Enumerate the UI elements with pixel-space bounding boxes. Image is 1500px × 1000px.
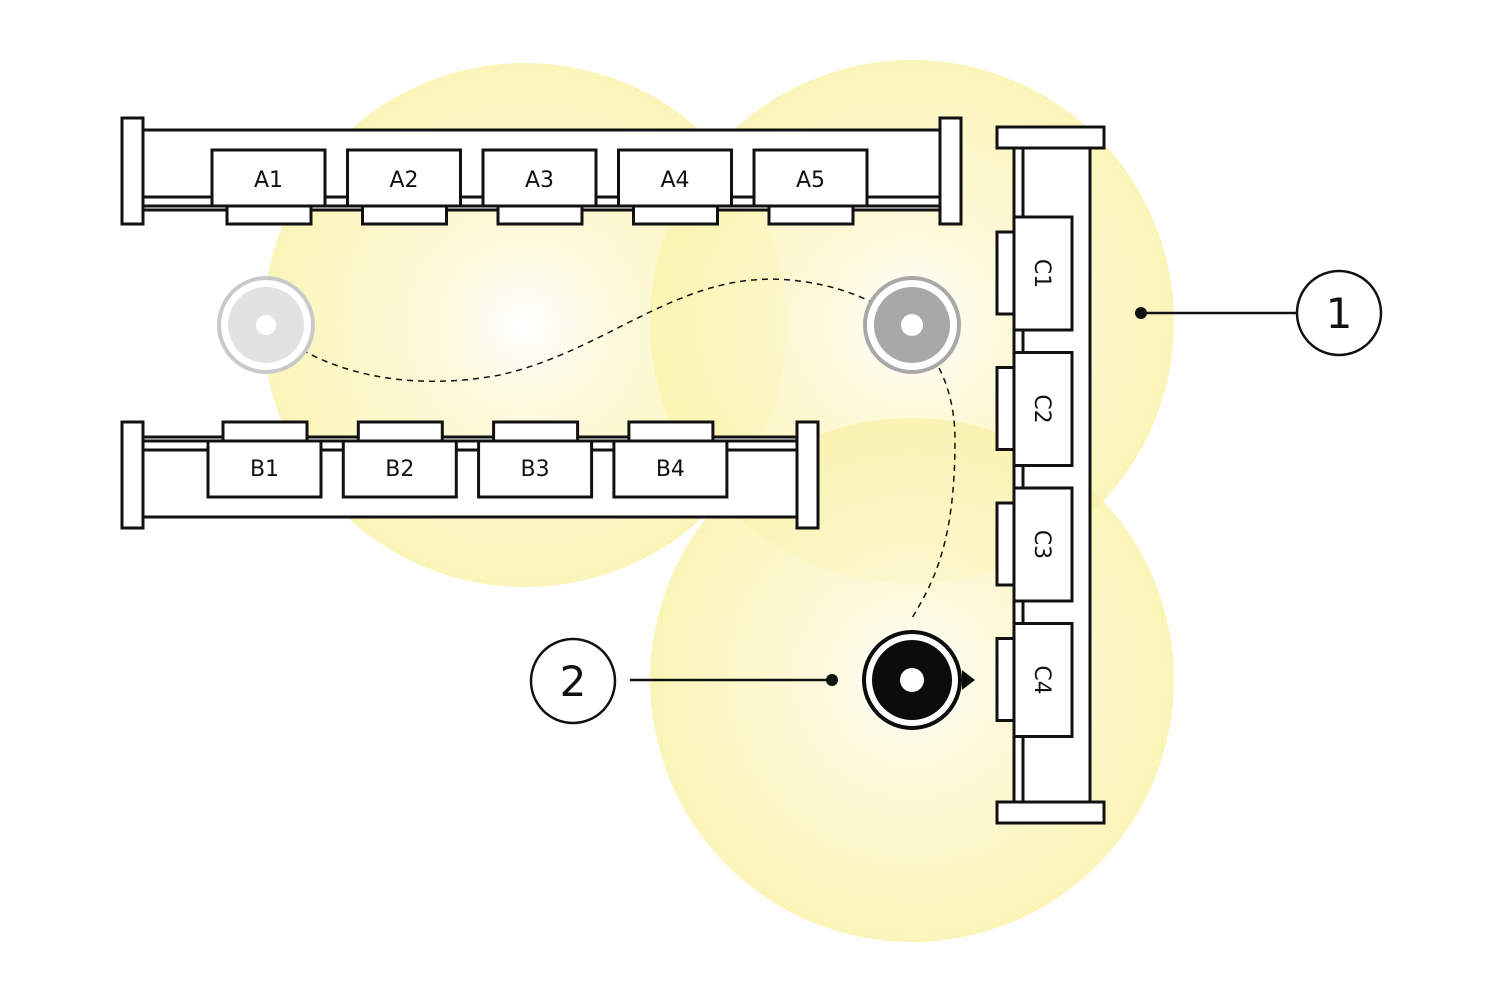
shelf-slot: C1 [995,215,1074,332]
callout-2-badge [529,637,617,725]
shelf-c-end-cap-bottom [995,800,1106,825]
shelf-slot: A4 [617,148,733,226]
shelf-a-end-post-right [938,116,963,226]
shelf-a-end-post-left [120,116,145,226]
slot-box [210,148,327,208]
slot-tab [492,420,580,443]
slot-box [346,148,462,208]
robot-path [265,278,956,619]
shelf-slot: B3 [477,420,594,499]
shelf-b-end-post-left [120,420,145,530]
shelf-b-end-post-right [795,420,820,530]
robot-position-current [862,630,975,730]
slot-box [481,148,598,208]
slot-box [1012,486,1074,603]
slot-label: A1 [254,168,283,193]
shelf-c-end-cap-top [995,125,1106,150]
slot-label: C3 [1029,530,1054,559]
slot-label: A5 [796,168,825,193]
sensor-center [901,314,923,336]
sensor-center [256,315,276,335]
slot-label: B1 [250,457,279,482]
shelf-slot: A1 [210,148,327,226]
slot-label: C2 [1029,394,1054,423]
slot-box [752,148,869,208]
slot-label: A3 [525,168,554,193]
slot-label: A2 [389,168,418,193]
direction-arrow-icon [962,670,975,690]
shelf-slot: A3 [481,148,598,226]
slot-tab [496,203,584,226]
shelf-a: A1 A2 A3 A4 A5 [120,116,963,226]
slot-tab [356,420,444,443]
callout-2: 2 [529,637,838,725]
shelf-slot: C3 [995,486,1074,603]
shelf-slot: B4 [612,420,729,499]
callout-1-number: 1 [1326,289,1353,338]
shelf-slot: B2 [341,420,458,499]
slot-label: B3 [521,457,550,482]
shelf-slot: A5 [752,148,869,226]
slot-tab [767,203,855,226]
sensor-center [900,668,924,692]
slot-box [612,439,729,499]
slot-label: B2 [385,457,414,482]
slot-box [1012,215,1074,332]
shelf-slot: B1 [206,420,323,499]
slot-tab [225,203,313,226]
slot-label: B4 [656,457,685,482]
shelf-slot: A2 [346,148,462,226]
slot-box [341,439,458,499]
robot-position-mid [863,276,961,374]
slot-label: A4 [660,168,689,193]
slot-label: C1 [1029,259,1054,288]
callout-1-badge [1295,269,1383,357]
slot-tab [632,203,719,226]
shelf-slot: C2 [995,351,1074,467]
slot-tab [627,420,715,443]
slot-box [477,439,594,499]
shelf-slot: C4 [995,622,1074,738]
slot-box [617,148,733,208]
callout-2-number: 2 [560,657,587,706]
slot-label: C4 [1029,665,1054,694]
shelf-b: B1 B2 B3 B4 [120,420,820,530]
callout-1: 1 [1135,269,1383,357]
slot-box [206,439,323,499]
callout-2-anchor-dot [826,674,838,686]
slot-tab [221,420,309,443]
slot-tab [361,203,448,226]
slot-box [1012,351,1074,467]
robot-position-start [217,276,315,374]
slot-box [1012,622,1074,738]
